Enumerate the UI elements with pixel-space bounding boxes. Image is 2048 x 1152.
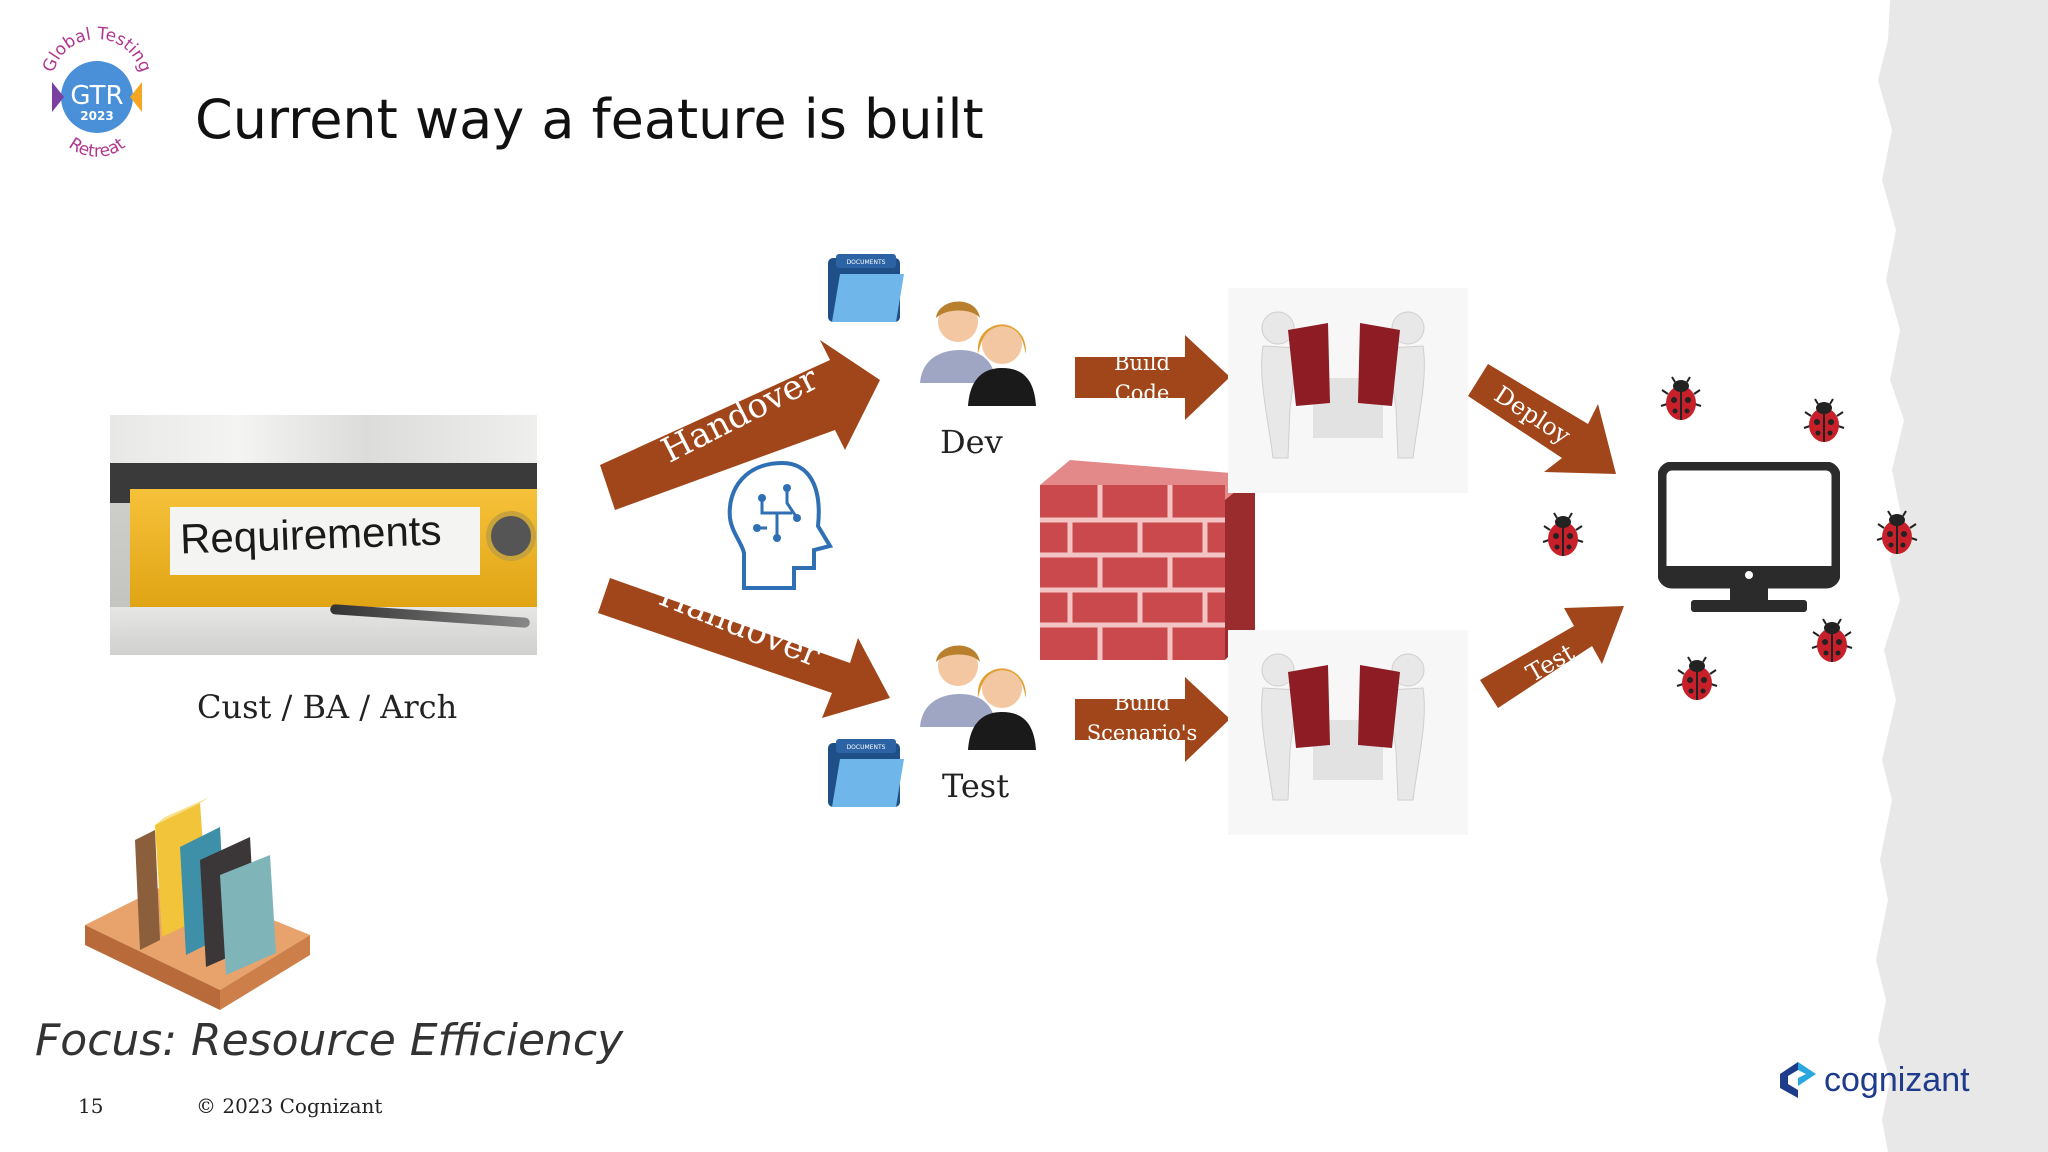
dev-label: Dev bbox=[940, 423, 1003, 461]
svg-text:DOCUMENTS: DOCUMENTS bbox=[847, 259, 886, 266]
brand-name: cognizant bbox=[1824, 1060, 1970, 1099]
cognizant-logo: cognizant bbox=[1776, 1058, 1970, 1102]
bug-icon bbox=[1876, 510, 1918, 554]
collaboration-figures-icon bbox=[1228, 288, 1468, 493]
torn-paper-edge bbox=[1876, 0, 2048, 1152]
svg-text:DOCUMENTS: DOCUMENTS bbox=[847, 744, 886, 751]
logo-center-text: GTR bbox=[70, 81, 123, 111]
requirements-binder-photo: Requirements bbox=[110, 415, 537, 655]
books-shelf-icon bbox=[85, 797, 310, 1010]
handover-arrow-top bbox=[600, 340, 880, 510]
gtr-logo: Global Testing Retreat GTR 2023 bbox=[32, 22, 162, 172]
focus-statement: Focus: Resource Efficiency bbox=[35, 1015, 624, 1066]
bug-icon bbox=[1660, 376, 1702, 420]
bug-icon bbox=[1676, 656, 1718, 700]
handover-arrow-bottom bbox=[598, 578, 890, 718]
test-label: Test bbox=[942, 767, 1010, 805]
bug-icon bbox=[1542, 512, 1584, 556]
firewall-brick-icon bbox=[1040, 460, 1255, 660]
build-code-arrow bbox=[1075, 335, 1230, 420]
page-number: 15 bbox=[78, 1094, 104, 1118]
test-arrow bbox=[1480, 606, 1624, 708]
page-title: Current way a feature is built bbox=[195, 88, 984, 151]
requirements-label: Requirements bbox=[179, 506, 443, 563]
monitor-icon bbox=[1658, 462, 1840, 612]
collaboration-figures-icon bbox=[1228, 630, 1468, 835]
svg-text:Retreat: Retreat bbox=[65, 134, 129, 162]
copyright: © 2023 Cognizant bbox=[196, 1094, 383, 1118]
people-pair-icon bbox=[920, 301, 1036, 406]
brain-circuit-icon bbox=[727, 460, 834, 590]
people-pair-icon bbox=[920, 645, 1036, 750]
bug-icon bbox=[1803, 398, 1845, 442]
documents-folder-icon: DOCUMENTS bbox=[828, 254, 904, 322]
roles-caption: Cust / BA / Arch bbox=[197, 688, 458, 726]
logo-year: 2023 bbox=[80, 109, 113, 123]
cognizant-logo-icon bbox=[1780, 1062, 1816, 1098]
deploy-arrow bbox=[1468, 364, 1616, 474]
bug-icon bbox=[1811, 618, 1853, 662]
documents-folder-icon: DOCUMENTS bbox=[828, 739, 904, 807]
build-scenarios-arrow bbox=[1075, 677, 1230, 762]
